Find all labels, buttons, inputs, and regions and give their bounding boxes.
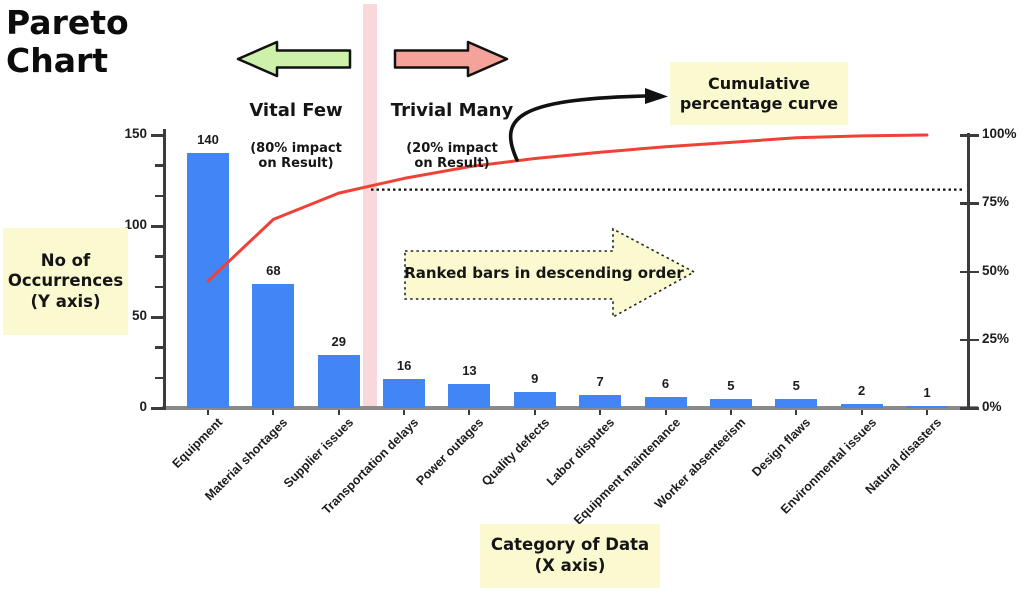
x-axis-tick	[272, 410, 275, 415]
bar	[644, 397, 687, 408]
pct-axis-tick	[960, 134, 979, 137]
x-tick-label: Equipment	[169, 415, 226, 471]
x-tick-label: Supplier issues	[280, 415, 356, 491]
x-axis-tick	[729, 410, 732, 415]
vital-few-label-group: Vital Few (80% impact on Result)	[221, 81, 371, 190]
pct-axis-tick	[960, 338, 979, 342]
x-axis-tick	[533, 410, 536, 415]
bar-value-label: 5	[727, 377, 735, 393]
bar	[187, 153, 229, 408]
x-axis-tick	[599, 410, 602, 415]
bar	[709, 398, 752, 408]
ranked-bars-label: Ranked bars in descending order	[404, 264, 684, 282]
vital-few-label: Vital Few	[249, 100, 343, 121]
trivial-many-label: Trivial Many	[390, 100, 514, 121]
y-axis-tick	[155, 346, 164, 349]
y-axis-tick	[155, 285, 164, 289]
y-axis-tick-label: 150	[124, 126, 147, 141]
y-axis-tick-label: 0	[139, 399, 147, 414]
x-axis-tick	[468, 410, 471, 415]
x-axis-tick	[403, 410, 406, 415]
x-tick-label: Power outages	[413, 415, 487, 489]
pct-axis-tick-label: 0%	[982, 399, 1002, 414]
bar-value-label: 9	[531, 370, 539, 386]
pct-axis-tick-label: 75%	[982, 194, 1010, 210]
bar-value-label: 5	[792, 377, 800, 393]
pct-axis-tick-label: 100%	[982, 126, 1017, 141]
left-axis-line	[163, 129, 166, 410]
y-axis-tick-label: 50	[131, 308, 147, 323]
bar-value-label: 29	[331, 334, 346, 350]
bar	[579, 395, 622, 408]
y-axis-tick	[155, 194, 164, 198]
y-axis-tick	[151, 316, 164, 319]
cumulative-curve-callout: Cumulative percentage curve	[670, 62, 848, 125]
y-axis-tick	[151, 134, 164, 137]
x-axis-tick	[207, 410, 209, 415]
x-tick-label: Natural disasters	[862, 415, 945, 497]
x-axis-tick	[925, 410, 928, 415]
bar	[252, 284, 295, 408]
y-axis-tick	[155, 164, 164, 167]
bar-value-label: 68	[266, 263, 281, 279]
bar-value-label: 7	[596, 374, 604, 390]
pct-axis-tick-label: 25%	[982, 330, 1010, 346]
x-axis-tick	[860, 410, 863, 415]
bar-value-label: 13	[462, 363, 477, 379]
bar	[775, 398, 818, 408]
y-axis-callout: No of Occurrences (Y axis)	[3, 228, 128, 335]
trivial-many-sublabel: (20% impact on Result)	[406, 141, 498, 171]
y-axis-tick	[155, 376, 164, 380]
x-axis-tick	[337, 410, 340, 415]
pct-axis-tick	[960, 202, 979, 205]
x-axis-tick	[795, 410, 798, 415]
y-axis-tick	[151, 225, 164, 228]
bar	[513, 391, 556, 408]
x-tick-label: Transportation delays	[319, 415, 422, 518]
pct-axis-tick	[960, 407, 979, 410]
bar	[905, 406, 948, 408]
bar	[448, 384, 491, 408]
bar	[383, 378, 426, 408]
vital-few-sublabel: (80% impact on Result)	[250, 141, 342, 171]
y-axis-tick-label: 100	[124, 217, 147, 232]
bar-value-label: 6	[661, 376, 670, 392]
x-tick-label: Environmental issues	[777, 415, 879, 517]
bar-value-label: 2	[857, 383, 866, 399]
x-axis-callout: Category of Data (X axis)	[480, 524, 660, 588]
pct-axis-tick	[960, 270, 979, 273]
pct-axis-tick-label: 50%	[982, 262, 1010, 278]
page-title: Pareto Chart	[6, 3, 129, 80]
bar-value-label: 16	[396, 357, 412, 373]
bar-value-label: 1	[923, 385, 931, 401]
y-axis-tick	[155, 255, 164, 258]
x-tick-label: Material shortages	[202, 415, 291, 504]
trivial-many-label-group: Trivial Many (20% impact on Result)	[377, 81, 527, 190]
x-axis-line	[162, 406, 978, 410]
x-axis-tick	[664, 410, 667, 415]
bar	[317, 355, 360, 408]
x-tick-label: Design flaws	[749, 415, 814, 480]
y-axis-tick	[151, 407, 164, 410]
bar	[840, 404, 883, 408]
